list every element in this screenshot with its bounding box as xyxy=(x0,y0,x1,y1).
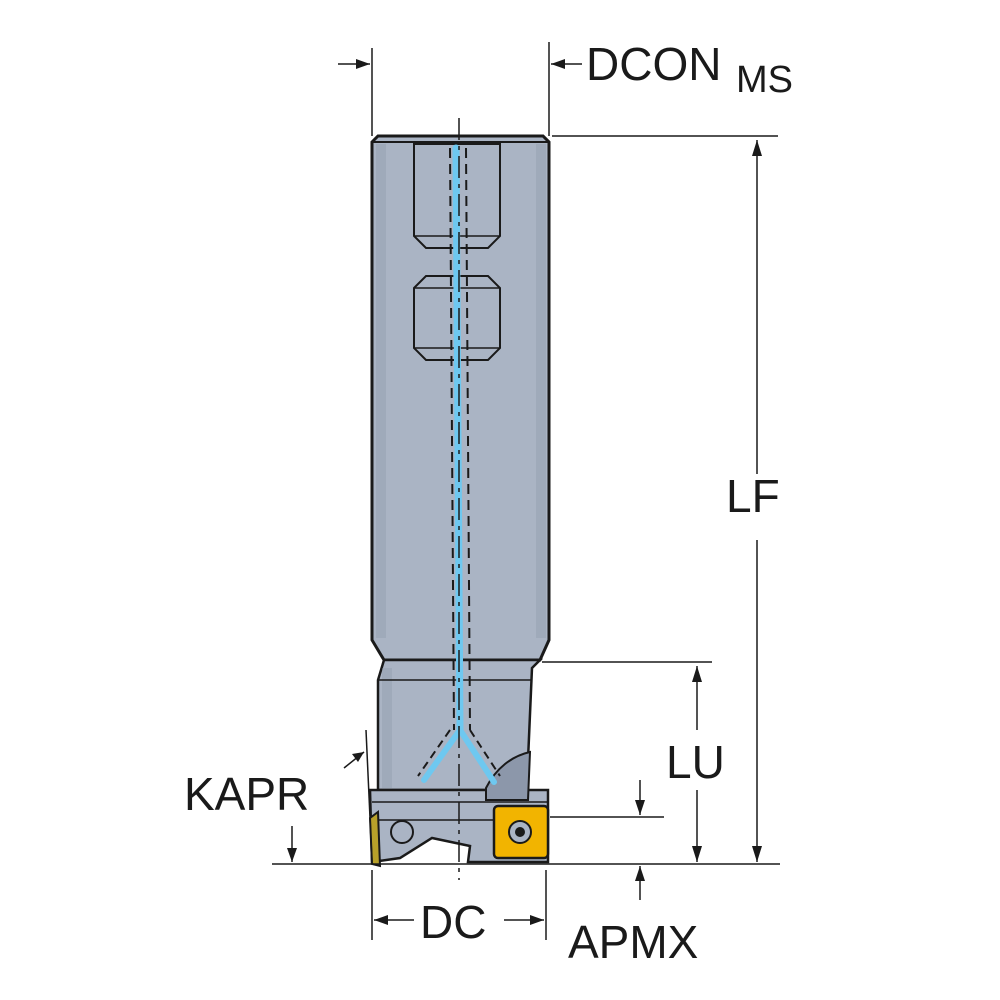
dc-dimension: DC xyxy=(371,870,547,948)
insert-right xyxy=(492,804,550,860)
lu-label: LU xyxy=(666,736,725,788)
lf-dimension: LF xyxy=(552,135,780,862)
apmx-label: APMX xyxy=(568,916,698,968)
tool-head xyxy=(368,750,550,864)
dcon-label: DCON xyxy=(586,38,721,90)
dc-label: DC xyxy=(420,896,486,948)
dcon-dimension: DCON MS xyxy=(338,38,793,136)
kapr-label: KAPR xyxy=(184,768,309,820)
lf-label: LF xyxy=(726,470,780,522)
lu-dimension: LU xyxy=(542,661,725,862)
kapr-dimension: KAPR xyxy=(184,729,373,863)
dcon-subscript: MS xyxy=(736,59,793,101)
apmx-dimension: APMX xyxy=(550,780,698,968)
